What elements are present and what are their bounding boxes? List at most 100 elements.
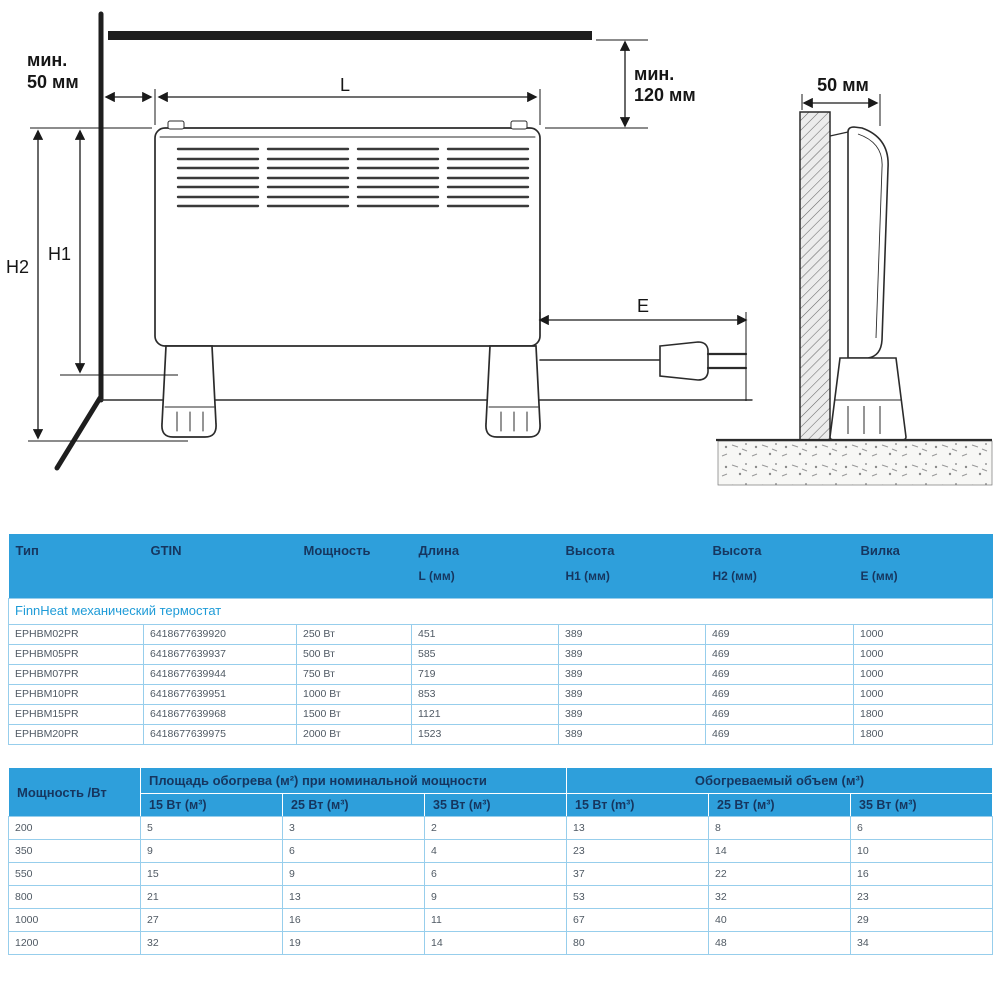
area-15w-header: 15 Вт (м³) — [140, 793, 283, 817]
table-cell: 2 — [424, 816, 567, 840]
area-35w-header: 35 Вт (м³) — [424, 793, 567, 817]
group-header-row: Мощность /Вт Площадь обогрева (м²) при н… — [8, 767, 993, 817]
table-cell: 389 — [558, 703, 706, 725]
min-50-label-line2: 50 мм — [27, 72, 79, 92]
table-cell: 750 Вт — [296, 663, 412, 685]
side-view — [716, 111, 993, 486]
table-cell: 6418677639951 — [143, 683, 297, 705]
table-cell: 8 — [708, 816, 851, 840]
volume-group-header: Обогреваемый объем (м³) — [566, 767, 993, 794]
table-cell: 15 — [140, 862, 283, 886]
table-cell: 1121 — [411, 703, 559, 725]
table-cell: 11 — [424, 908, 567, 932]
heater-foot-left-detail — [164, 406, 215, 432]
table-cell: 389 — [558, 683, 706, 705]
col-header-gtin: GTIN — [143, 534, 297, 598]
plug-pins — [706, 352, 748, 370]
table-cell: 2000 Вт — [296, 723, 412, 745]
table-cell: 37 — [566, 862, 709, 886]
table-cell: 21 — [140, 885, 283, 909]
table-cell: 389 — [558, 643, 706, 665]
table-cell: 14 — [424, 931, 567, 955]
front-view — [54, 11, 753, 471]
table-cell: 6418677639944 — [143, 663, 297, 685]
power-plug — [659, 341, 709, 381]
min-120-label-line1: мин. — [634, 64, 674, 84]
table-cell: 6418677639975 — [143, 723, 297, 745]
table-cell: 1800 — [853, 703, 993, 725]
table-cell: 1800 — [853, 723, 993, 745]
table-cell: 16 — [282, 908, 425, 932]
table-cell: 3 — [282, 816, 425, 840]
table-cell: 250 Вт — [296, 623, 412, 645]
table-cell: 469 — [705, 623, 854, 645]
table-cell: 350 — [8, 839, 141, 863]
table-cell: 48 — [708, 931, 851, 955]
table-cell: 1500 Вт — [296, 703, 412, 725]
table-cell: 27 — [140, 908, 283, 932]
heater-foot-left — [161, 345, 217, 438]
table-cell: 469 — [705, 723, 854, 745]
table-cell: 500 Вт — [296, 643, 412, 665]
table-cell: 853 — [411, 683, 559, 705]
heater-grille — [176, 147, 530, 208]
side-heater-front-line — [857, 133, 883, 339]
heater-foot-right — [485, 345, 541, 438]
power-column-header: Мощность /Вт — [8, 767, 141, 817]
table-cell: 10 — [850, 839, 993, 863]
table-cell: 80 — [566, 931, 709, 955]
table-cell: 22 — [708, 862, 851, 886]
table-cell: 34 — [850, 931, 993, 955]
area-group-header: Площадь обогрева (м²) при номинальной мо… — [140, 767, 567, 794]
table-cell: 6418677639937 — [143, 643, 297, 665]
wall-corner-line — [54, 395, 103, 471]
table-cell: 1000 — [853, 683, 993, 705]
dimension-labels: мин. 50 мм мин. 120 мм L H1 H2 E 50 мм — [6, 50, 869, 316]
table-cell: 5 — [140, 816, 283, 840]
table-cell: 585 — [411, 643, 559, 665]
table-cell: 9 — [140, 839, 283, 863]
dim-L-label: L — [340, 75, 350, 95]
dim-H2-label: H2 — [6, 257, 29, 277]
side-heater-profile — [847, 126, 889, 359]
min-50-label-line1: мин. — [27, 50, 67, 70]
side-heater-foot — [829, 357, 907, 441]
table-cell: 6418677639968 — [143, 703, 297, 725]
table-cell: 4 — [424, 839, 567, 863]
table-cell: EPHBM07PR — [8, 663, 144, 685]
table-cell: 16 — [850, 862, 993, 886]
ceiling-shelf — [108, 31, 592, 40]
table-cell: 23 — [850, 885, 993, 909]
volume-35w-header: 35 Вт (м³) — [850, 793, 993, 817]
table-cell: 389 — [558, 623, 706, 645]
table-cell: 389 — [558, 723, 706, 745]
volume-15w-header: 15 Вт (m³) — [566, 793, 709, 817]
dim-H1-label: H1 — [48, 244, 71, 264]
table-cell: 800 — [8, 885, 141, 909]
table-cell: 469 — [705, 643, 854, 665]
table-cell: 53 — [566, 885, 709, 909]
table-cell: 550 — [8, 862, 141, 886]
table-cell: EPHBM10PR — [8, 683, 144, 705]
table-cell: EPHBM02PR — [8, 623, 144, 645]
col-header-type: Тип — [8, 534, 144, 598]
table-cell: 469 — [705, 683, 854, 705]
table-cell: 1200 — [8, 931, 141, 955]
table-cell: 23 — [566, 839, 709, 863]
table-cell: 1000 — [853, 623, 993, 645]
table-cell: 1000 Вт — [296, 683, 412, 705]
table-cell: 67 — [566, 908, 709, 932]
table-cell: 469 — [705, 703, 854, 725]
table-cell: 719 — [411, 663, 559, 685]
table-cell: 9 — [282, 862, 425, 886]
